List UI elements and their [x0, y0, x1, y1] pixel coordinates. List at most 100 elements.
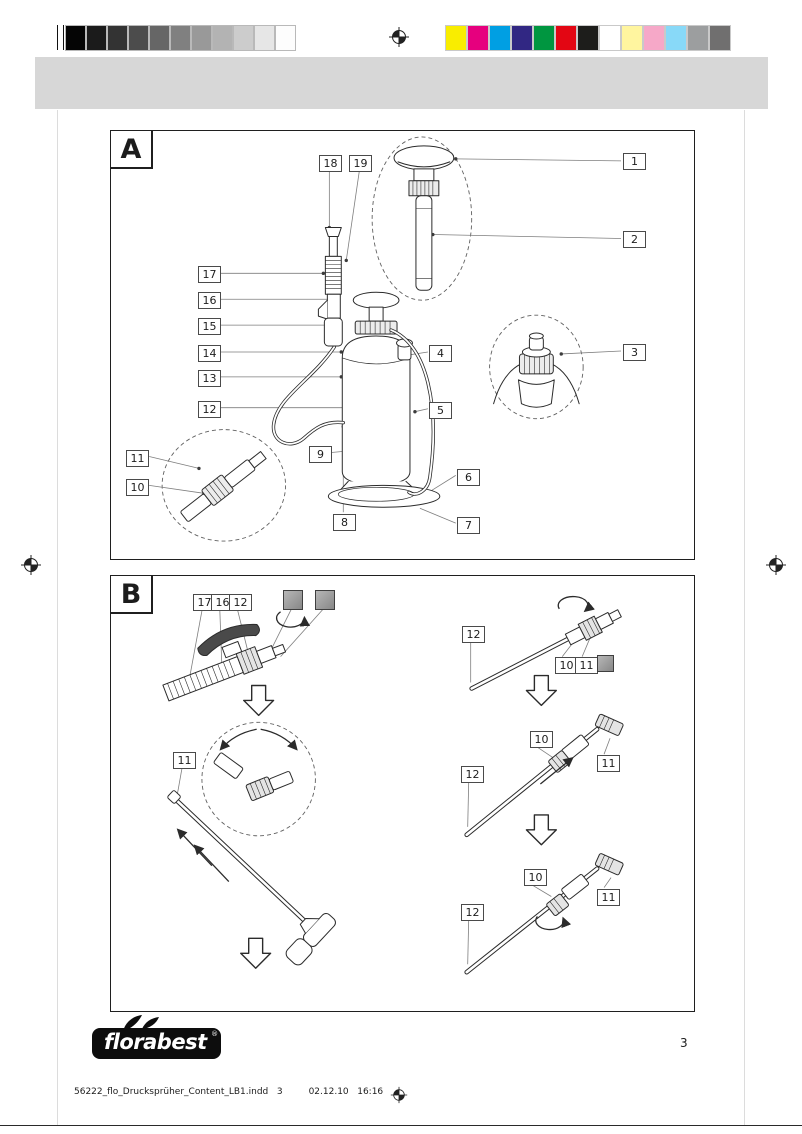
step-down-arrow — [243, 684, 275, 717]
color-swatch — [489, 25, 511, 51]
color-swatch — [599, 25, 621, 51]
callout-12: 12 — [461, 766, 484, 783]
slide-arrow — [176, 828, 213, 867]
callout-16: 16 — [198, 292, 221, 309]
color-swatch — [621, 25, 643, 51]
step-down-arrow — [240, 937, 272, 969]
trim-mark — [63, 25, 64, 50]
step2-hose — [464, 713, 624, 838]
page-number: 3 — [680, 1036, 688, 1050]
callout-11: 11 — [126, 450, 149, 467]
color-swatch — [577, 25, 599, 51]
spray-lance — [167, 790, 336, 966]
grayscale-swatch — [212, 25, 233, 51]
logo-text: florabest — [104, 1030, 207, 1054]
gasket-icon — [283, 590, 303, 610]
step-down-arrow — [525, 814, 557, 846]
page-edge-line — [744, 110, 745, 1125]
step1-hose — [469, 595, 622, 691]
callout-4: 4 — [429, 345, 452, 362]
callout-17: 17 — [198, 266, 221, 283]
color-swatch — [555, 25, 577, 51]
pump-handle-detail — [393, 145, 455, 291]
page-edge-line — [57, 110, 58, 1125]
registration-mark-icon — [21, 555, 41, 575]
callout-18: 18 — [319, 155, 342, 172]
color-swatch — [643, 25, 665, 51]
callout-1: 1 — [623, 153, 646, 170]
gasket-icon — [315, 590, 335, 610]
grayscale-swatch — [191, 25, 212, 51]
grayscale-swatch — [149, 25, 170, 51]
color-swatch — [445, 25, 467, 51]
grayscale-swatch — [128, 25, 149, 51]
callout-14: 14 — [198, 345, 221, 362]
callout-7: 7 — [457, 517, 480, 534]
tank-cap-detail — [493, 332, 580, 408]
leaf-icon — [123, 1015, 159, 1031]
callout-11: 11 — [173, 752, 196, 769]
panel-a-label: A — [111, 131, 153, 169]
color-calibration-strip — [445, 25, 731, 51]
swivel-arrow — [260, 728, 298, 751]
pump-assembly — [162, 623, 287, 702]
registration-mark-icon — [766, 555, 786, 575]
panel-b: B — [110, 575, 695, 1012]
panel-b-label: B — [111, 576, 153, 614]
callout-5: 5 — [429, 402, 452, 419]
color-swatch — [511, 25, 533, 51]
color-swatch — [687, 25, 709, 51]
callout-12: 12 — [461, 904, 484, 921]
hose — [271, 328, 435, 496]
callout-15: 15 — [198, 318, 221, 335]
registration-mark-icon — [390, 1086, 408, 1104]
callout-10: 10 — [126, 479, 149, 496]
footer-imprint-line: 56222_flo_Drucksprüher_Content_LB1.indd … — [74, 1087, 383, 1097]
spray-lance — [317, 227, 343, 347]
callout-12: 12 — [229, 594, 252, 611]
leader-lines — [149, 158, 621, 524]
grayscale-swatch — [86, 25, 107, 51]
callout-12: 12 — [462, 626, 485, 643]
callout-8: 8 — [333, 514, 356, 531]
sprayer-tank — [327, 291, 441, 508]
grayscale-calibration-strip — [65, 25, 296, 51]
color-swatch — [709, 25, 731, 51]
grayscale-swatch — [107, 25, 128, 51]
color-swatch — [665, 25, 687, 51]
bottom-trim-rule — [0, 1125, 802, 1126]
trim-mark — [57, 25, 58, 50]
rotate-arrow — [276, 611, 311, 628]
gray-band — [35, 57, 768, 109]
grayscale-swatch — [65, 25, 86, 51]
registration-mark-icon — [389, 27, 409, 47]
slide-arrow — [193, 844, 230, 883]
sprayer-exploded-diagram — [149, 136, 621, 542]
callout-10: 10 — [530, 731, 553, 748]
callout-9: 9 — [309, 446, 332, 463]
registered-trademark: ® — [211, 1030, 218, 1038]
step3-hose — [464, 853, 624, 975]
color-swatch — [533, 25, 555, 51]
callout-16: 16 — [211, 594, 234, 611]
panel-a: A — [110, 130, 695, 560]
callout-11: 11 — [575, 657, 598, 674]
gasket-icon — [597, 655, 614, 672]
callout-3: 3 — [623, 344, 646, 361]
swivel-arrow — [219, 728, 257, 751]
callout-2: 2 — [623, 231, 646, 248]
color-swatch — [467, 25, 489, 51]
florabest-logo: florabest ® — [92, 1015, 221, 1059]
assembly-steps-diagram — [162, 595, 624, 975]
callout-19: 19 — [349, 155, 372, 172]
step-down-arrow — [525, 674, 557, 707]
grayscale-swatch — [275, 25, 296, 51]
callout-10: 10 — [524, 869, 547, 886]
hose-connector-detail — [180, 451, 267, 522]
callout-11: 11 — [597, 889, 620, 906]
callout-12: 12 — [198, 401, 221, 418]
grayscale-swatch — [170, 25, 191, 51]
footer-imprint: 56222_flo_Drucksprüher_Content_LB1.indd … — [74, 1087, 283, 1097]
callout-11: 11 — [597, 755, 620, 772]
